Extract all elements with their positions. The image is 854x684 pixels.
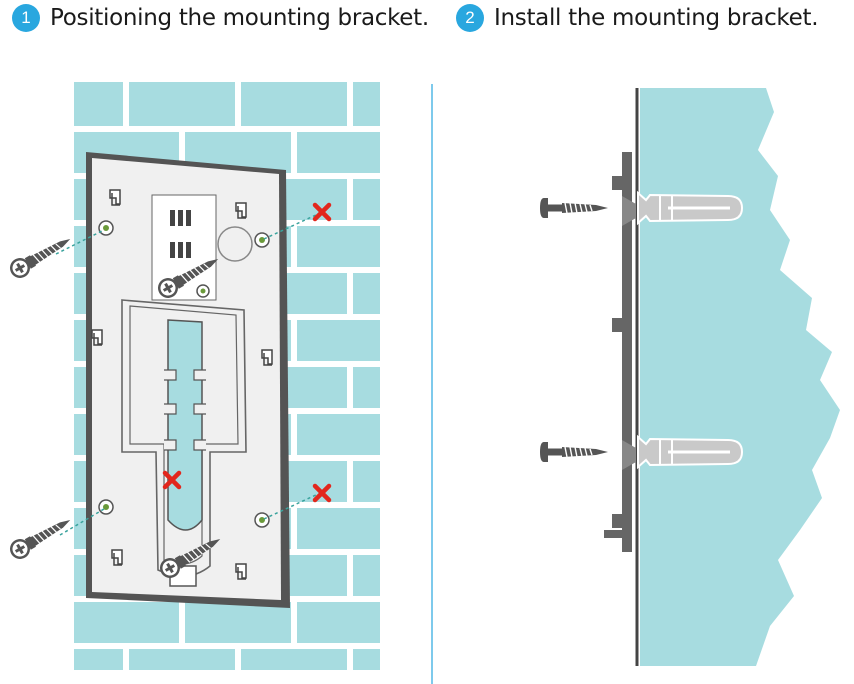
phillips-screw-icon	[4, 509, 77, 565]
step-2-badge: 2	[456, 4, 484, 32]
mounting-bracket-front	[86, 152, 290, 608]
step-2-header: 2 Install the mounting bracket.	[456, 4, 819, 32]
mounting-bracket-side	[604, 152, 636, 552]
phillips-screw-icon	[539, 197, 609, 219]
step-1-title: Positioning the mounting bracket.	[50, 5, 429, 31]
wall-anchor	[636, 435, 744, 469]
step-2-title: Install the mounting bracket.	[494, 5, 819, 31]
phillips-screw-icon	[4, 228, 77, 284]
step-1-badge: 1	[12, 4, 40, 32]
wall-anchor	[636, 191, 744, 225]
wall-cross-section	[635, 88, 840, 666]
step-1-header: 1 Positioning the mounting bracket.	[12, 4, 429, 32]
phillips-screw-icon	[539, 441, 609, 463]
